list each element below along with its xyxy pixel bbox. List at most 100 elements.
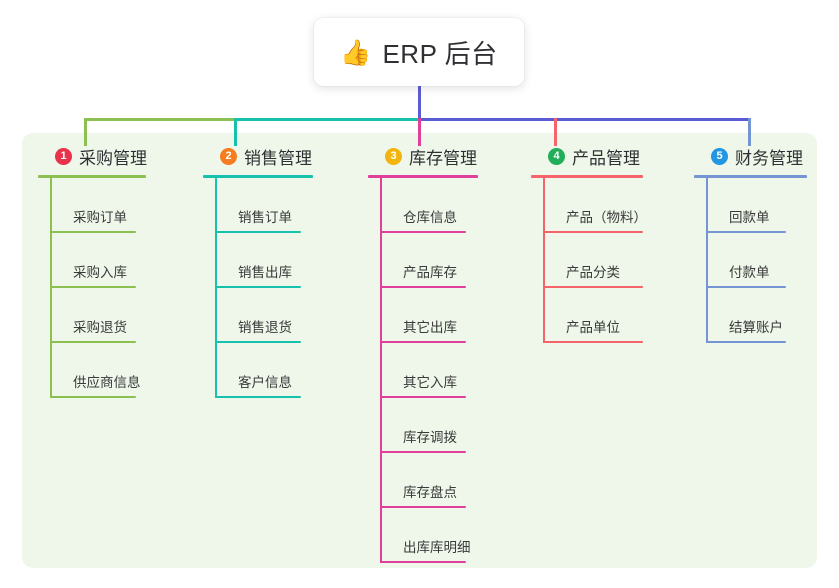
branch-column-4: 4 产品管理产品（物料） 产品分类产品单位: [531, 143, 647, 343]
branch-number-badge: 3: [385, 147, 402, 165]
leaf-node-label: 出库库明细: [403, 540, 471, 555]
leaf-node-label: 付款单: [729, 265, 770, 280]
leaf-node-label: 回款单: [729, 210, 770, 225]
leaf-node[interactable]: 其它出库: [368, 288, 478, 343]
branch-header-3[interactable]: 3 库存管理: [368, 143, 478, 169]
leaf-node[interactable]: 客户信息: [203, 343, 313, 398]
branch-number-badge: 4: [548, 147, 565, 165]
branch-title-rule: [38, 175, 146, 178]
leaf-node-label: 采购退货: [73, 320, 127, 335]
leaf-node[interactable]: 销售出库: [203, 233, 313, 288]
branches-panel: [22, 133, 817, 568]
branch-spine: [543, 178, 545, 343]
leaf-node-rule: [706, 231, 786, 233]
leaf-node-rule: [50, 286, 136, 288]
branch-children-4: 产品（物料） 产品分类产品单位: [531, 178, 647, 343]
root-node[interactable]: 👍 ERP 后台: [314, 18, 524, 86]
leaf-node-label: 产品分类: [566, 265, 620, 280]
branch-drop-5: [748, 118, 751, 146]
root-node-label: ERP 后台: [382, 38, 498, 69]
branch-children-5: 回款单付款单结算账户: [694, 178, 807, 343]
leaf-node[interactable]: 产品分类: [531, 233, 643, 288]
leaf-node-rule: [380, 506, 466, 508]
branch-title-rule: [203, 175, 313, 178]
leaf-node[interactable]: 出库库明细: [368, 508, 478, 563]
branch-header-5[interactable]: 5 财务管理: [694, 143, 807, 169]
root-node-content: 👍 ERP 后台: [340, 34, 497, 71]
leaf-node-rule: [215, 231, 301, 233]
leaf-node-label: 其它入库: [403, 375, 457, 390]
leaf-node[interactable]: 产品单位: [531, 288, 643, 343]
leaf-node-rule: [543, 286, 643, 288]
leaf-node[interactable]: 库存调拨: [368, 398, 478, 453]
branch-children-3: 仓库信息产品库存其它出库其它入库库存调拨库存盘点出库库明细: [368, 178, 478, 563]
branch-number-badge: 5: [711, 147, 728, 165]
leaf-node-rule: [215, 341, 301, 343]
branch-column-3: 3 库存管理仓库信息产品库存其它出库其它入库库存调拨库存盘点出库库明细: [368, 143, 478, 563]
leaf-node-label: 销售出库: [238, 265, 292, 280]
leaf-node-label: 产品单位: [566, 320, 620, 335]
leaf-node[interactable]: 结算账户: [694, 288, 807, 343]
leaf-node-rule: [706, 341, 786, 343]
leaf-node[interactable]: 采购订单: [38, 178, 146, 233]
leaf-node-rule: [543, 341, 643, 343]
leaf-node-label: 库存盘点: [403, 485, 457, 500]
leaf-node[interactable]: 其它入库: [368, 343, 478, 398]
leaf-node[interactable]: 产品（物料）: [531, 178, 647, 233]
leaf-node-rule: [706, 286, 786, 288]
leaf-node-label: 仓库信息: [403, 210, 457, 225]
branch-title-rule: [531, 175, 643, 178]
branch-number-badge: 1: [55, 147, 72, 165]
branch-title: 产品管理: [572, 148, 640, 168]
branch-column-5: 5 财务管理回款单付款单结算账户: [694, 143, 807, 343]
branch-column-2: 2 销售管理销售订单销售出库销售退货客户信息: [203, 143, 313, 398]
branch-title: 财务管理: [735, 148, 803, 168]
leaf-node[interactable]: 销售退货: [203, 288, 313, 343]
branch-header-2[interactable]: 2 销售管理: [203, 143, 313, 169]
bus-green: [85, 118, 235, 121]
bus-teal: [235, 118, 419, 121]
bus-purple: [419, 118, 749, 121]
leaf-node-label: 采购入库: [73, 265, 127, 280]
leaf-node-rule: [215, 396, 301, 398]
branch-spine: [50, 178, 52, 398]
leaf-node[interactable]: 采购退货: [38, 288, 146, 343]
branch-drop-3: [418, 118, 421, 146]
branch-number-badge: 2: [220, 147, 237, 165]
leaf-node-label: 销售订单: [238, 210, 292, 225]
leaf-node[interactable]: 付款单: [694, 233, 807, 288]
leaf-node[interactable]: 供应商信息: [38, 343, 146, 398]
branch-title: 库存管理: [409, 148, 477, 168]
leaf-node-rule: [50, 341, 136, 343]
branch-drop-2: [234, 118, 237, 146]
leaf-node-rule: [380, 341, 466, 343]
branch-drop-1: [84, 118, 87, 146]
leaf-node-label: 产品库存: [403, 265, 457, 280]
leaf-node[interactable]: 销售订单: [203, 178, 313, 233]
branch-title-rule: [694, 175, 807, 178]
leaf-node-rule: [215, 286, 301, 288]
leaf-node-rule: [380, 451, 466, 453]
leaf-node-label: 产品（物料）: [566, 210, 647, 225]
leaf-node[interactable]: 库存盘点: [368, 453, 478, 508]
branch-title: 销售管理: [244, 148, 312, 168]
leaf-node-rule: [380, 561, 466, 563]
root-stem: [418, 86, 421, 121]
branch-title-rule: [368, 175, 478, 178]
branch-column-1: 1 采购管理采购订单采购入库采购退货供应商信息: [38, 143, 147, 398]
branch-title: 采购管理: [79, 148, 147, 168]
leaf-node-label: 采购订单: [73, 210, 127, 225]
leaf-node-label: 库存调拨: [403, 430, 457, 445]
leaf-node[interactable]: 回款单: [694, 178, 807, 233]
branch-header-4[interactable]: 4 产品管理: [531, 143, 643, 169]
leaf-node-label: 销售退货: [238, 320, 292, 335]
branch-header-1[interactable]: 1 采购管理: [38, 143, 147, 169]
leaf-node[interactable]: 仓库信息: [368, 178, 478, 233]
branch-spine: [215, 178, 217, 398]
leaf-node[interactable]: 采购入库: [38, 233, 146, 288]
leaf-node-label: 结算账户: [729, 320, 783, 335]
leaf-node-rule: [380, 231, 466, 233]
leaf-node-rule: [543, 231, 643, 233]
leaf-node[interactable]: 产品库存: [368, 233, 478, 288]
